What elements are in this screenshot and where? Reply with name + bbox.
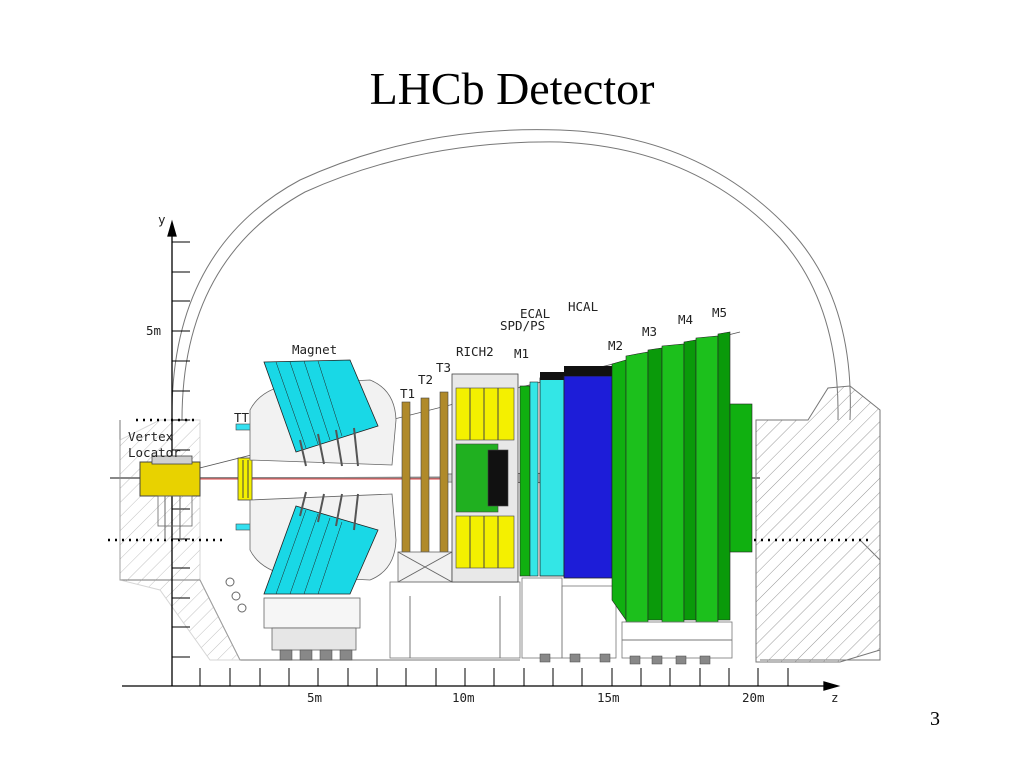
z-axis-ticks (199, 668, 789, 686)
m2-station (611, 359, 627, 621)
label-rich2: RICH2 (456, 344, 494, 359)
page-number: 3 (930, 708, 940, 730)
y-tick-5m: 5m (146, 323, 161, 338)
muon-system (611, 331, 753, 659)
z-axis-label: z (831, 690, 839, 705)
y-axis-arrow (167, 219, 177, 237)
label-m1: M1 (514, 346, 529, 361)
label-m2: M2 (608, 338, 623, 353)
label-t1: T1 (400, 386, 415, 401)
axes (122, 219, 841, 691)
m2-body (625, 351, 649, 623)
z-tick-10m: 10m (452, 690, 475, 705)
muon-filter-end (729, 403, 753, 553)
cavern-arch-outer (171, 129, 851, 421)
vertex-locator (139, 455, 247, 613)
label-m3: M3 (642, 324, 657, 339)
m4-station (683, 339, 697, 621)
m3-station (647, 347, 663, 621)
magnet-coil-upper (263, 359, 379, 453)
label-t3: T3 (436, 360, 451, 375)
label-ecal: ECAL (520, 306, 550, 321)
support-feet (279, 649, 711, 665)
ecal (521, 372, 565, 659)
magnet (249, 359, 397, 651)
label-magnet: Magnet (292, 342, 337, 357)
shielding-wall-right (755, 385, 881, 663)
magnet-coil-lower (263, 505, 379, 595)
tt-station (235, 423, 253, 531)
label-vertex-locator-line1: Vertex (128, 429, 174, 444)
z-tick-20m: 20m (742, 690, 765, 705)
m3-body (661, 343, 685, 623)
m5-station (717, 331, 731, 621)
hcal (561, 366, 617, 659)
label-m4: M4 (678, 312, 693, 327)
tracking-stations (389, 391, 521, 659)
label-t2: T2 (418, 372, 433, 387)
slide-title: LHCb Detector (369, 63, 655, 114)
z-axis-arrow (823, 681, 841, 691)
rich2 (451, 373, 519, 583)
m4-body (695, 335, 719, 623)
label-tt: TT (234, 410, 250, 425)
label-m5: M5 (712, 305, 727, 320)
label-vertex-locator-line2: Locator (128, 445, 181, 460)
z-tick-5m: 5m (307, 690, 322, 705)
cavern-arch-inner (181, 141, 839, 421)
label-hcal: HCAL (568, 299, 598, 314)
y-axis-label: y (158, 212, 166, 227)
z-tick-15m: 15m (597, 690, 620, 705)
label-spd-ps: SPD/PS (500, 318, 545, 333)
m1-station (519, 385, 531, 577)
